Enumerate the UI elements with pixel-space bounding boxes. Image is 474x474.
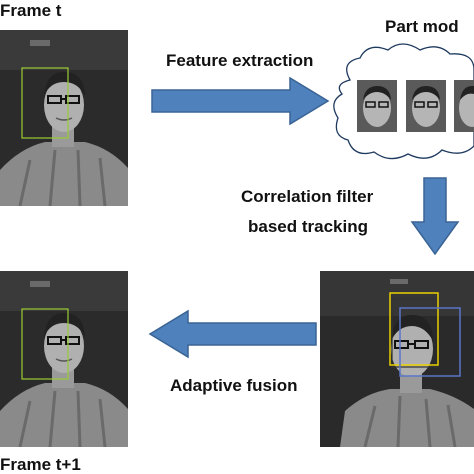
part-models-cloud [330,40,474,166]
label-correlation-line1: Correlation filter [241,187,374,206]
part-model-face-1 [357,80,397,132]
tracking-box-green-t1 [21,308,69,380]
tracking-box-yellow [389,292,439,366]
label-frame-t1: Frame t+1 [0,455,81,474]
arrow-adaptive-fusion [148,309,317,359]
label-part-models: Part mod [385,17,459,36]
label-adaptive-fusion: Adaptive fusion [170,376,298,395]
tracking-result-image [320,271,474,447]
frame-t1-image [0,271,128,447]
frame-t-image [0,30,128,206]
arrow-correlation-tracking [410,177,460,256]
part-model-face-3 [454,80,474,132]
label-correlation-line2: based tracking [248,217,368,236]
tracking-box-blue [399,307,461,377]
label-feature-extraction: Feature extraction [166,51,314,70]
label-frame-t: Frame t [0,1,62,20]
arrow-feature-extraction [151,76,330,126]
part-model-face-2 [406,80,446,132]
tracking-box-green [21,67,69,139]
